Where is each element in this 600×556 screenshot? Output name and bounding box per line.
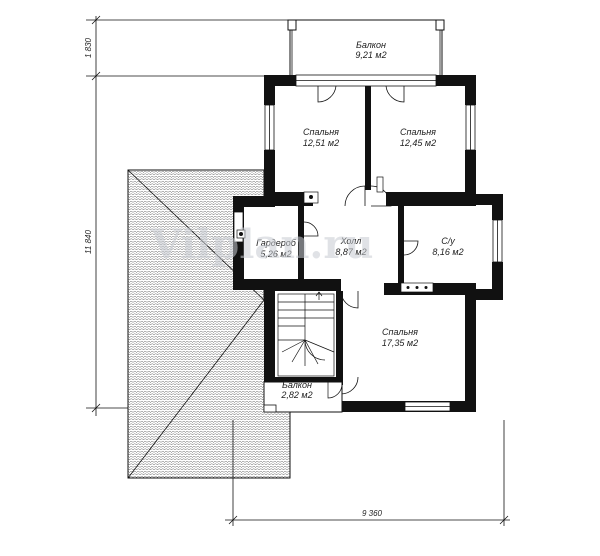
bedroom-big-area: 17,35 м2	[382, 338, 418, 348]
dimension-lines	[86, 15, 510, 526]
hall-area: 8,87 м2	[335, 247, 366, 257]
bedroom-left-area: 12,51 м2	[303, 138, 339, 148]
bedroom-right-area: 12,45 м2	[400, 138, 436, 148]
bathroom-area: 8,16 м2	[432, 247, 463, 257]
balcony-top-name: Балкон	[356, 40, 386, 50]
bedroom-right-name: Спальня	[400, 127, 436, 137]
bathroom-name: С/у	[441, 236, 455, 246]
dimension-bottom-horizontal: 9 360	[362, 509, 383, 518]
hall-name: Холл	[340, 236, 362, 246]
balcony-small-name: Балкон	[282, 380, 312, 390]
windows	[233, 74, 503, 412]
bedroom-big-name: Спальня	[382, 327, 418, 337]
watermark: Vilplan.ru	[150, 221, 374, 268]
bedroom-left-name: Спальня	[303, 127, 339, 137]
balcony-top	[287, 19, 445, 79]
fixtures	[236, 176, 434, 293]
dimension-top-vertical: 1 830	[84, 37, 93, 58]
balcony-small-area: 2,82 м2	[280, 390, 312, 400]
balcony-small	[263, 381, 343, 413]
balcony-top-area: 9,21 м2	[355, 50, 386, 60]
dimension-left-vertical: 11 840	[84, 230, 93, 254]
staircase	[277, 291, 335, 377]
wardrobe-area: 5,26 м2	[260, 249, 291, 259]
wardrobe-name: Гардероб	[256, 238, 297, 248]
doors	[303, 85, 419, 395]
